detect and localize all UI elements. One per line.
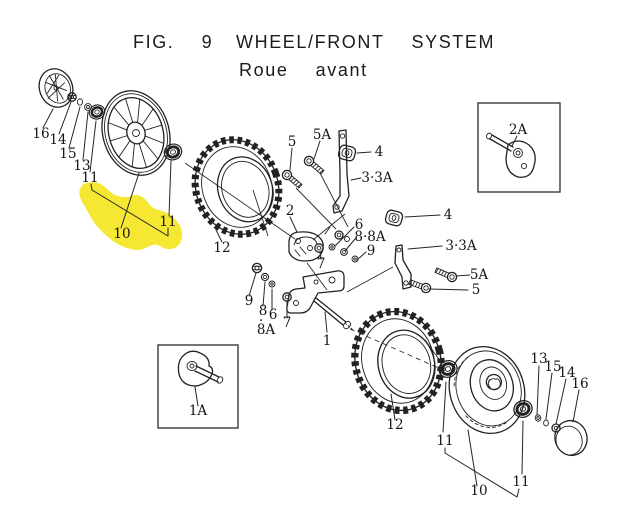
arm-3-top	[332, 129, 350, 214]
callout-12-top: 12	[213, 240, 230, 256]
header: FIG. 9 WHEEL/FRONT SYSTEM Roue avant	[133, 32, 495, 80]
inset-box-2a	[477, 102, 561, 193]
callout-9-top: 9	[367, 243, 376, 259]
callout-16-right: 16	[571, 376, 588, 392]
washer-9-top	[351, 255, 359, 263]
hinge-pivot	[324, 226, 350, 242]
callout-dot-col: ·	[259, 313, 263, 329]
callout-1: 1	[323, 333, 332, 349]
caster-hardware-upper	[279, 129, 372, 263]
callout-6-top: 6	[355, 217, 364, 233]
left-wheel-leaders	[42, 101, 223, 243]
callout-5-top: 5	[288, 134, 297, 150]
callout-12-bottom: 12	[386, 417, 403, 433]
wheel-rim-right	[448, 345, 526, 435]
callout-16-left: 16	[32, 126, 49, 142]
callout-6-col: 6	[269, 307, 278, 323]
bolt-5-top	[279, 167, 305, 191]
callout-7-col: 7	[283, 315, 292, 331]
callout-10-left: 10	[113, 226, 130, 242]
right-hardware-leaders	[404, 214, 471, 291]
callout-8-col: 8	[259, 303, 268, 319]
right-wheel-assembly	[435, 345, 588, 498]
callout-13-left: 13	[73, 158, 90, 174]
callout-7-top: 7	[317, 256, 326, 272]
callout-9-col: 9	[245, 293, 254, 309]
callout-11-right-a: 11	[436, 433, 453, 449]
callout-15-left: 15	[59, 146, 76, 162]
tire-12-top	[182, 128, 292, 246]
washer-15-left	[76, 98, 84, 106]
bottom-tire-group	[344, 302, 452, 421]
fork-1a-part	[177, 350, 224, 387]
callout-3-3a-top: 3·3A	[361, 170, 392, 186]
callout-3-3a-right: 3·3A	[445, 238, 476, 254]
callout-8a-col: 8A	[257, 322, 276, 338]
bracket-2a-part	[485, 132, 536, 178]
callout-5a-right: 5A	[470, 267, 489, 283]
callout-5-right: 5	[472, 282, 481, 298]
figure-number: FIG. 9	[133, 32, 213, 52]
left-wheel-assembly	[38, 68, 292, 246]
callout-14-left: 14	[49, 132, 66, 148]
callout-4-right: 4	[444, 207, 453, 223]
caster-hardware-right	[383, 208, 471, 295]
callout-13-right: 13	[530, 351, 547, 367]
fork-bracket-1	[286, 270, 354, 333]
callout-14-right: 14	[558, 365, 575, 381]
construction-lines	[184, 162, 442, 370]
hub-cap-left	[38, 68, 74, 108]
page-title: WHEEL/FRONT SYSTEM	[236, 32, 495, 52]
wheel-rim-left	[101, 90, 171, 176]
callout-2: 2	[286, 203, 295, 219]
page-subtitle: Roue avant	[239, 60, 368, 80]
bracket-2	[288, 231, 324, 262]
washer-6-col	[268, 280, 276, 288]
callout-10-right: 10	[470, 483, 487, 499]
callout-11-left-b: 11	[159, 214, 176, 230]
highlight-marker	[79, 182, 183, 251]
fastener-column	[248, 262, 292, 319]
washer-8-col	[260, 272, 270, 282]
callout-4-top: 4	[375, 144, 384, 160]
washer-13-right	[534, 414, 542, 422]
callout-2a: 2A	[509, 122, 528, 138]
tire-12-bottom	[344, 302, 452, 421]
washer-6-top	[328, 243, 336, 251]
washer-7-col	[282, 292, 292, 302]
pad-4-right	[383, 208, 405, 228]
callout-8-8a-top: 8·8A	[354, 229, 385, 245]
right-wheel-leaders	[442, 365, 580, 498]
callout-11-right-b: 11	[512, 474, 529, 490]
callout-15-right: 15	[544, 359, 561, 375]
washer-7-top	[314, 243, 324, 253]
hub-cap-right	[554, 419, 588, 457]
callout-labels: 16 14 15 13 11 10 11 12 5 5A 4 3·3A 2 6 …	[32, 122, 588, 499]
inset-box-1a	[157, 344, 239, 429]
nut-9-col	[251, 262, 263, 274]
bolt-5a-right	[433, 265, 459, 284]
screw-14-left	[67, 92, 77, 102]
arm-3-right	[394, 244, 412, 290]
callout-11-left-a: 11	[81, 170, 98, 186]
upper-hardware-leaders	[289, 140, 372, 261]
callout-5a-top: 5A	[313, 127, 332, 143]
callout-1a: 1A	[189, 403, 208, 419]
washer-15-right	[543, 419, 549, 427]
